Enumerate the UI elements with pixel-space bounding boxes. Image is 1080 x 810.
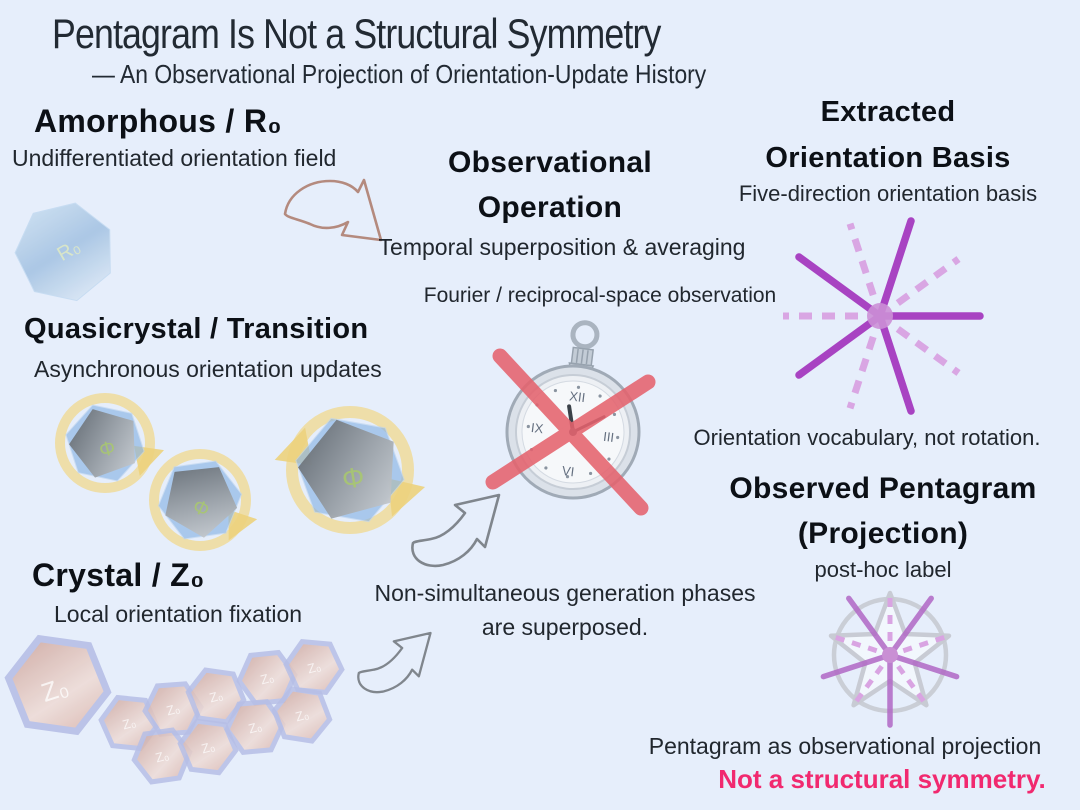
crystal-shape-label: Z₀ — [294, 707, 311, 725]
crystal-shape-label: Z₀ — [200, 739, 217, 757]
pentagram-dashed-rays — [832, 595, 948, 705]
watch-numeral-bottom: VI — [561, 463, 575, 479]
observation-heading-line1: Observational — [448, 146, 652, 179]
observation-heading: Observational Operation — [400, 140, 700, 230]
amorphous-blob-icon: R₀ — [14, 202, 111, 302]
quasicrystal-shape-1: Φ — [55, 393, 165, 493]
orientation-basis-star-icon — [783, 217, 984, 415]
watch-numeral-right: III — [602, 429, 615, 445]
crystal-honeycomb-icon: Z₀ Z₀ Z₀ Z₀ Z₀ Z₀ Z₀ Z₀ Z₀ Z₀ — [4, 634, 360, 810]
arrow-quasicrystal-to-watch-icon — [411, 493, 501, 568]
observed-pentagram-heading: Observed Pentagram (Projection) — [688, 466, 1078, 556]
watch-numeral-left: IX — [530, 420, 544, 436]
crystal-cluster-labels: Z₀ Z₀ Z₀ Z₀ Z₀ Z₀ Z₀ Z₀ Z₀ — [121, 659, 323, 766]
crystal-shape-label: Z₀ — [121, 715, 138, 733]
crystal-shape-label: Z₀ — [259, 670, 276, 688]
crystal-shape-label: Z₀ — [306, 659, 323, 677]
crystal-hex-large — [4, 634, 112, 736]
amorphous-heading: Amorphous / R₀ — [34, 103, 282, 139]
crystal-shape-label: Z₀ — [165, 701, 182, 719]
superposition-note: Non-simultaneous generation phases are s… — [360, 576, 770, 644]
observed-pentagram-heading-line2: (Projection) — [797, 517, 969, 550]
quasicrystal-shape-3: Φ — [274, 406, 426, 534]
watch-numeral-top: XII — [569, 388, 587, 405]
crystal-shape-label: Z₀ — [154, 748, 171, 766]
quasicrystal-shapes-icon: Φ Φ Φ — [55, 393, 426, 551]
crystal-heading: Crystal / Z₀ — [32, 557, 205, 593]
observed-pentagram-icon — [820, 590, 960, 728]
superposition-note-line1: Non-simultaneous generation phases — [374, 580, 756, 606]
arrow-amorphous-to-observation-icon — [283, 178, 383, 242]
observation-note1: Temporal superposition & averaging — [378, 234, 746, 260]
quasicrystal-heading: Quasicrystal / Transition — [24, 313, 369, 345]
observed-pentagram-heading-line1: Observed Pentagram — [729, 472, 1037, 505]
crystal-shape-label: Z₀ — [247, 719, 264, 737]
pentagram-solid-rays — [820, 595, 960, 728]
amorphous-subheading: Undifferentiated orientation field — [12, 145, 337, 171]
red-cross-icon — [485, 348, 656, 516]
quasicrystal-shape-2: Φ — [149, 449, 258, 551]
crystal-subheading: Local orientation fixation — [54, 601, 303, 627]
superposition-note-line2: are superposed. — [481, 614, 649, 640]
pentagram-caption: Pentagram as observational projection — [648, 733, 1042, 759]
quasicrystal-shape-label: Φ — [97, 437, 118, 462]
arrow-crystal-to-watch-icon — [357, 631, 432, 694]
basis-heading: Extracted Orientation Basis — [738, 89, 1038, 181]
observation-heading-line2: Operation — [477, 191, 623, 224]
pocket-watch-icon: XII III VI IX — [485, 320, 656, 516]
star-solid-rays — [795, 217, 984, 415]
observation-note2: Fourier / reciprocal-space observation — [423, 284, 777, 307]
basis-heading-line2: Orientation Basis — [765, 142, 1011, 174]
page-title: Pentagram Is Not a Structural Symmetry — [52, 10, 661, 57]
pentagram-emphasis-caption: Not a structural symmetry. — [718, 764, 1046, 794]
crystal-shape-label: Z₀ — [208, 688, 225, 706]
basis-heading-line1: Extracted — [820, 96, 956, 128]
basis-subheading: Five-direction orientation basis — [738, 181, 1038, 206]
quasicrystal-shape-label: Φ — [340, 461, 367, 495]
watch-numerals: XII III VI IX — [530, 388, 615, 479]
quasicrystal-subheading: Asynchronous orientation updates — [34, 356, 382, 382]
basis-caption: Orientation vocabulary, not rotation. — [693, 425, 1041, 450]
star-center — [867, 303, 893, 329]
pentagram-center — [882, 647, 898, 663]
observed-pentagram-subheading: post-hoc label — [814, 557, 952, 582]
watch-body: XII III VI IX — [505, 320, 641, 500]
star-dashed-rays — [783, 222, 961, 410]
page-subtitle: — An Observational Projection of Orienta… — [92, 59, 707, 89]
